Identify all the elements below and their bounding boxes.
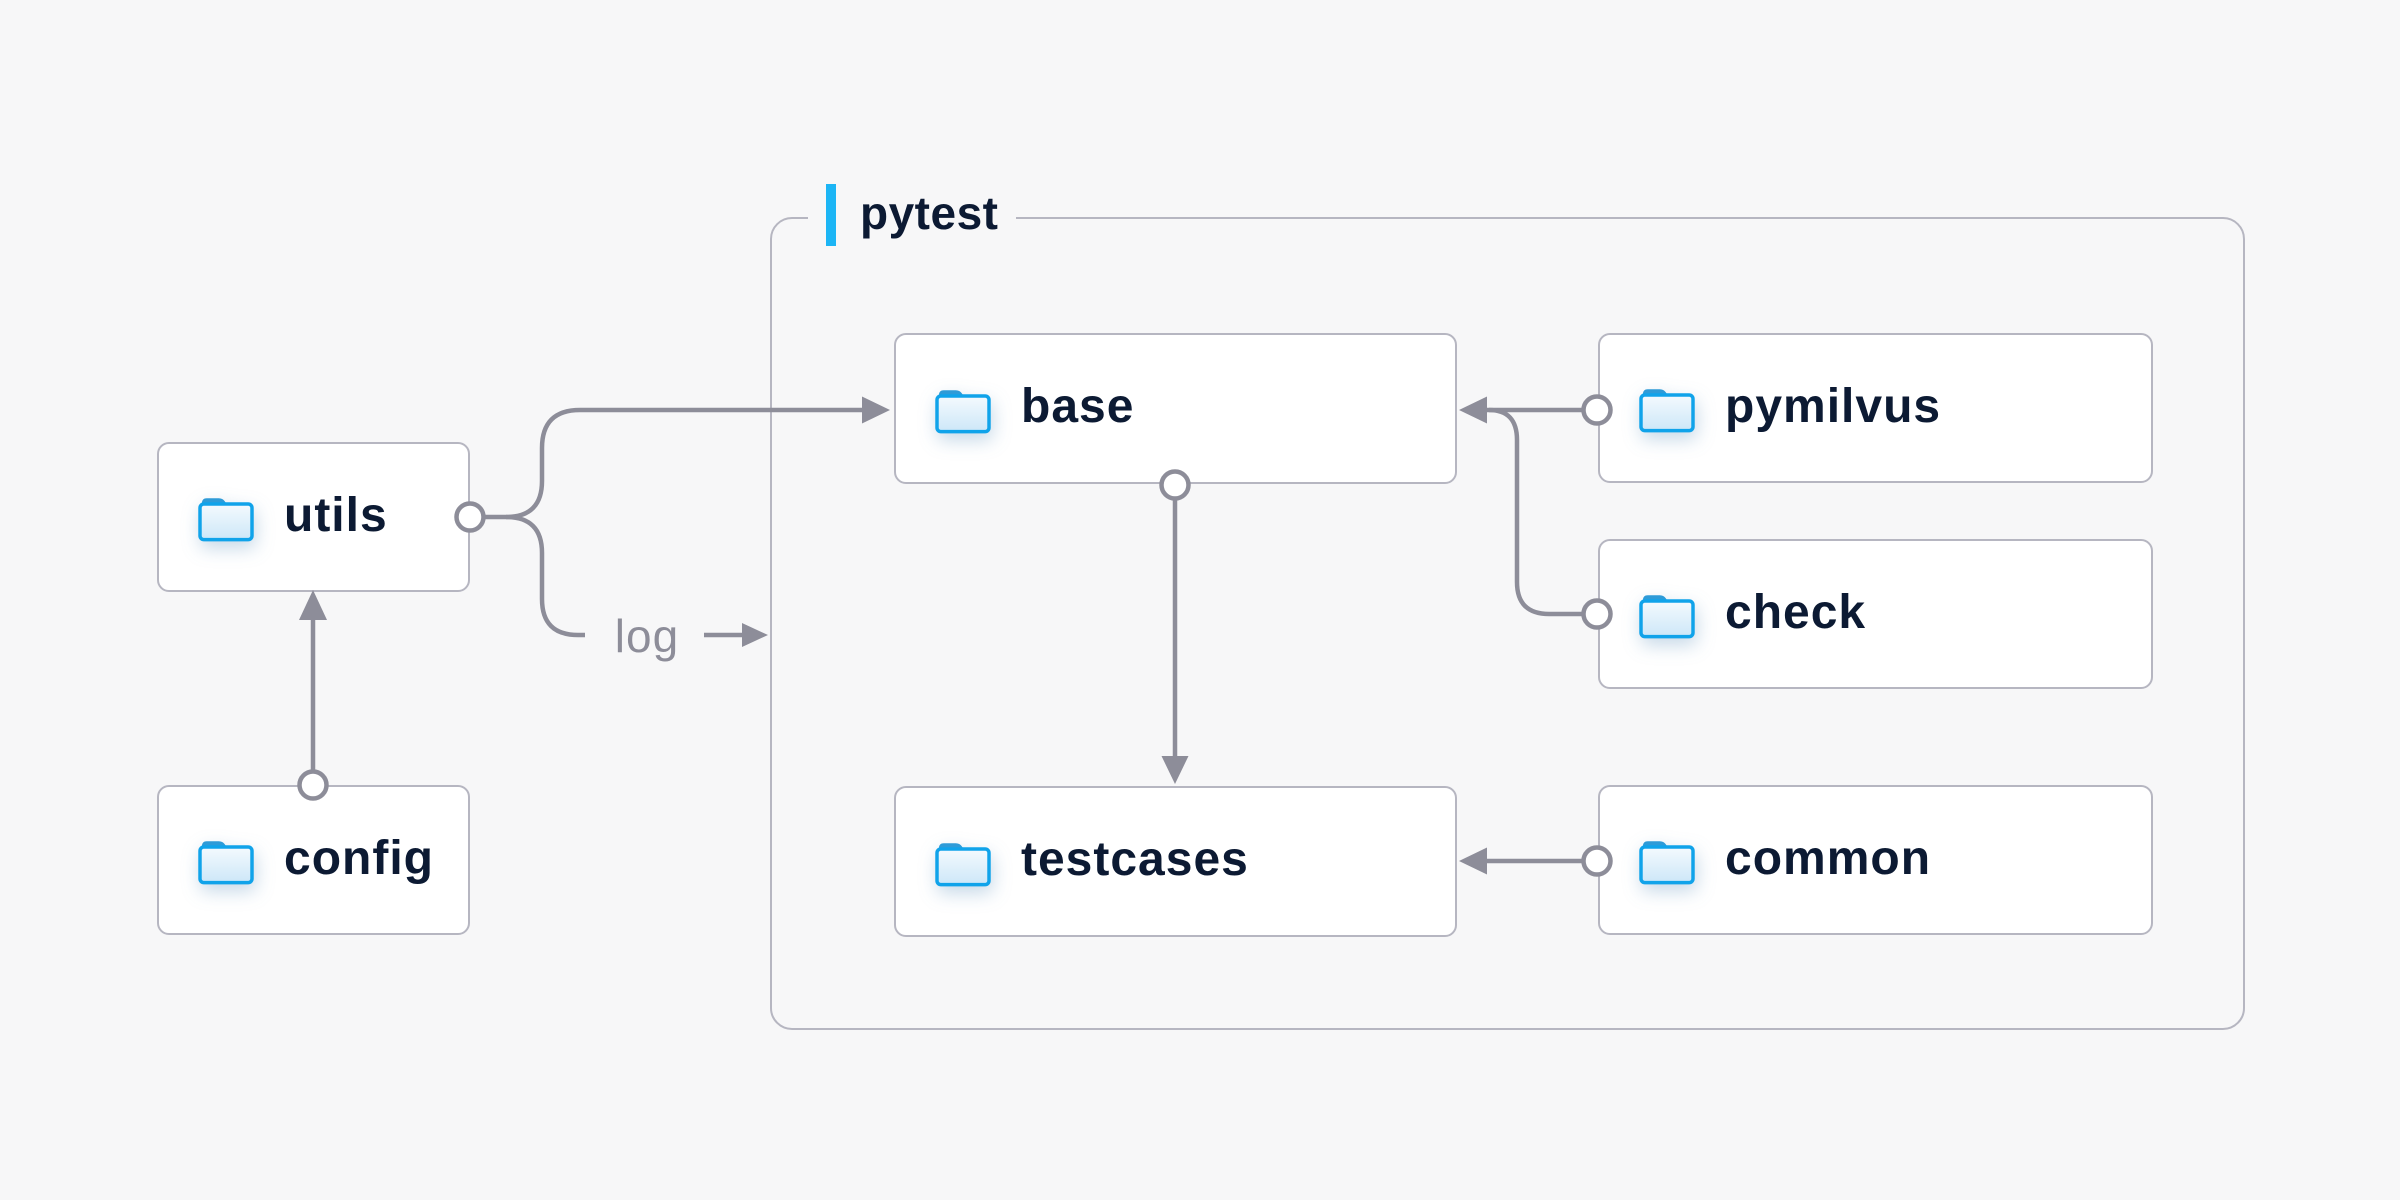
edge-config-utils (297, 590, 329, 801)
node-common: common (1598, 785, 2153, 935)
node-label: utils (284, 488, 388, 542)
edge-label-log: log (614, 610, 680, 662)
node-testcases: testcases (894, 786, 1457, 937)
folder-icon (935, 840, 991, 886)
pytest-group-container (770, 217, 2245, 1030)
node-label: base (1021, 380, 1135, 433)
node-base: base (894, 333, 1457, 484)
group-title: pytest (860, 187, 999, 239)
node-label: common (1725, 831, 1932, 885)
folder-icon (198, 496, 254, 542)
node-label: check (1725, 585, 1867, 639)
folder-icon (198, 839, 254, 885)
accent-bar (826, 184, 836, 246)
node-utils: utils (157, 442, 470, 592)
folder-icon (935, 387, 991, 433)
node-label: config (284, 831, 434, 885)
node-check: check (1598, 539, 2153, 689)
node-label: pymilvus (1725, 379, 1942, 433)
node-pymilvus: pymilvus (1598, 333, 2153, 483)
folder-icon (1639, 839, 1695, 885)
node-config: config (157, 785, 470, 935)
node-label: testcases (1021, 833, 1249, 886)
pytest-group-label: pytest (808, 183, 1017, 247)
folder-icon (1639, 593, 1695, 639)
folder-icon (1639, 387, 1695, 433)
